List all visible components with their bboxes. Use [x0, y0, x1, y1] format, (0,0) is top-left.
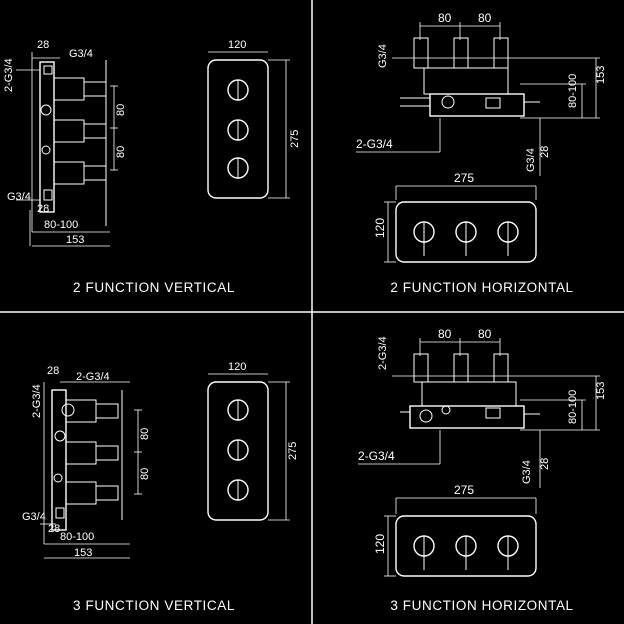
label-top-port: G3/4: [69, 48, 93, 60]
dim-plate-height: 275: [289, 130, 301, 148]
label-right-port: G3/4: [525, 148, 537, 172]
dim-depth-range: 80-100: [60, 531, 94, 543]
dim-bottom-offset: 28: [48, 523, 60, 535]
dim-total-depth: 153: [595, 66, 607, 84]
dim-offset: 28: [539, 458, 551, 470]
panel-caption: 2 FUNCTION VERTICAL: [73, 280, 235, 295]
panel-caption: 2 FUNCTION HORIZONTAL: [390, 280, 573, 295]
label-left-ports: 2-G3/4: [3, 58, 15, 92]
dim-total-depth: 153: [595, 382, 607, 400]
dim-depth-range: 80-100: [567, 74, 579, 108]
dim-plate-width: 120: [228, 39, 246, 51]
dim-plate-width: 120: [228, 361, 246, 373]
front-plate: 120 275: [207, 39, 301, 199]
dim-total-depth: 153: [74, 547, 92, 559]
label-bottom-ports: 2-G3/4: [358, 449, 395, 463]
label-bottom-port: G3/4: [7, 191, 31, 203]
dim-spacing-2: 80: [139, 468, 151, 480]
side-view: 28 2-G3/4 2-G3/4 80 80 G3/4 28 80-100 15…: [22, 365, 151, 559]
label-top-port: G3/4: [377, 44, 389, 68]
dim-offset: 28: [539, 146, 551, 158]
top-view: 80 80 2-G3/4 80-100 153 2-G3/4 G3/4 28: [358, 327, 607, 488]
dim-spacing-1: 80: [438, 327, 452, 341]
label-right-port: G3/4: [521, 460, 533, 484]
front-plate: 120 275: [207, 361, 299, 521]
panel-caption: 3 FUNCTION VERTICAL: [73, 598, 235, 613]
front-plate: 275 120: [373, 171, 537, 263]
dim-top-offset: 28: [47, 365, 59, 377]
side-view: 28 G3/4 2-G3/4 80 80 G3/4 28 80-100 153: [3, 39, 127, 247]
dim-depth-range: 80-100: [44, 219, 78, 231]
dim-spacing-2: 80: [478, 327, 492, 341]
dim-spacing-2: 80: [115, 146, 127, 158]
dim-plate-width: 275: [454, 171, 474, 185]
dim-plate-height: 275: [287, 442, 299, 460]
dim-spacing-1: 80: [139, 428, 151, 440]
dim-total-depth: 153: [66, 234, 84, 246]
label-bottom-port: G3/4: [22, 511, 46, 523]
label-top-port: 2-G3/4: [377, 336, 389, 370]
dim-plate-width: 275: [454, 483, 474, 497]
panel-3-function-vertical: 28 2-G3/4 2-G3/4 80 80 G3/4 28 80-100 15…: [22, 361, 299, 613]
front-plate: 275 120: [373, 483, 537, 577]
panel-3-function-horizontal: 80 80 2-G3/4 80-100 153 2-G3/4 G3/4 28: [358, 327, 607, 613]
panel-caption: 3 FUNCTION HORIZONTAL: [390, 598, 573, 613]
top-view: 80 80 G3/4 80-100 153 2-G3/4 G3/4 28: [356, 11, 607, 176]
dim-bottom-offset: 28: [37, 203, 49, 215]
dim-top-offset: 28: [37, 39, 49, 51]
dim-spacing-1: 80: [438, 11, 452, 25]
panel-2-function-vertical: 28 G3/4 2-G3/4 80 80 G3/4 28 80-100 153: [3, 39, 301, 295]
dim-plate-height: 120: [373, 534, 387, 554]
panel-2-function-horizontal: 80 80 G3/4 80-100 153 2-G3/4 G3/4 28: [356, 11, 607, 295]
label-top-port: 2-G3/4: [76, 371, 110, 383]
label-bottom-ports: 2-G3/4: [356, 137, 393, 151]
dim-plate-height: 120: [373, 218, 387, 238]
dim-depth-range: 80-100: [567, 390, 579, 424]
dim-spacing-1: 80: [115, 104, 127, 116]
dim-spacing-2: 80: [478, 11, 492, 25]
label-left-ports: 2-G3/4: [31, 384, 43, 418]
